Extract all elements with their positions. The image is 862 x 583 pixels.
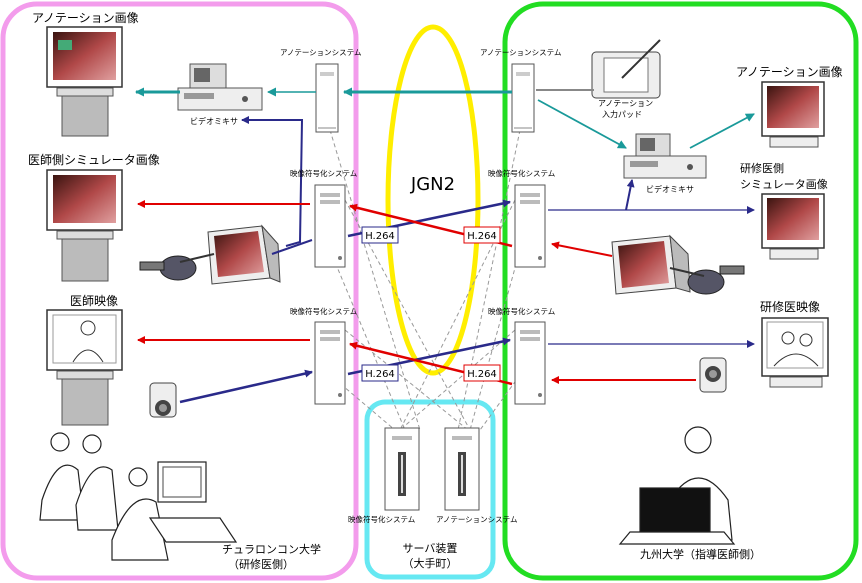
right-annotation-system-label: アノテーションシステム: [480, 48, 561, 57]
right-annotation-image-label: アノテーション画像: [736, 65, 843, 79]
right-video-mixer-label: ビデオミキサ: [646, 184, 694, 194]
server-annotation-label: アノテーションシステム: [436, 515, 517, 524]
left-camera: [149, 382, 177, 418]
left-annotation-system-tower: [315, 63, 339, 133]
left-simulator-instrument: [139, 253, 215, 281]
right-simulator-instrument: [669, 265, 745, 295]
left-doctor-video-label: 医師映像: [70, 294, 118, 308]
codec-label-2: H.264: [467, 231, 497, 242]
right-trainee-sim-label-1: 研修医側: [740, 161, 784, 175]
codec-badge-1: H.264: [361, 226, 399, 244]
left-annotation-image-label: アノテーション画像: [32, 11, 139, 25]
left-doctor-sim-label: 医師側シミュレータ画像: [28, 153, 160, 167]
right-video-mixer-device: [623, 133, 707, 179]
right-site-region: [502, 1, 859, 581]
left-encoder-bottom-label: 映像符号化システム: [290, 306, 357, 316]
left-site-label-2: （研修医側）: [228, 557, 294, 571]
codec-badge-2: H.264: [463, 226, 501, 244]
right-annotation-system-tower: [511, 63, 535, 133]
codec-label-3: H.264: [365, 369, 395, 380]
right-encoder-bottom-tower: [514, 321, 546, 405]
left-encoder-top-label: 映像符号化システム: [290, 168, 357, 178]
left-encoder-top-tower: [314, 184, 346, 268]
left-trainees-sketch: [39, 432, 238, 561]
server-label-2: （大手町）: [403, 556, 458, 570]
codec-badge-4: H.264: [463, 364, 501, 382]
right-trainee-sim-monitor: [761, 193, 825, 260]
left-simulator-monitor: [207, 224, 281, 285]
left-doctor-sim-monitor: [46, 169, 123, 282]
codec-label-4: H.264: [467, 369, 497, 380]
server-annotation-tower: [444, 427, 480, 511]
right-annotation-monitor: [761, 81, 825, 148]
codec-label-1: H.264: [365, 231, 395, 242]
teal-arrows: [135, 87, 755, 149]
left-video-mixer-label: ビデオミキサ: [190, 116, 238, 126]
right-simulator-monitor: [611, 234, 691, 295]
right-encoder-bottom-label: 映像符号化システム: [488, 306, 555, 316]
right-encoder-top-label: 映像符号化システム: [488, 168, 555, 178]
right-site-label: 九州大学（指導医師側）: [640, 547, 761, 561]
annotation-input-pad: [591, 39, 661, 99]
left-encoder-bottom-tower: [314, 321, 346, 405]
right-trainee-sim-label-2: シミュレータ画像: [740, 178, 828, 191]
left-annotation-monitor: [46, 26, 123, 137]
left-site-label-1: チュラロンコン大学: [222, 542, 321, 556]
jgn2-network-ellipse: [385, 24, 481, 376]
annotation-pad-label-2: 入力パッド: [602, 109, 642, 119]
annotation-pad-label-1: アノテーション: [598, 99, 653, 108]
server-label-1: サーバ装置: [403, 542, 458, 555]
right-instructor-sketch: [618, 426, 736, 545]
right-trainee-video-label: 研修医映像: [760, 299, 820, 314]
left-doctor-video-monitor: [46, 309, 123, 426]
right-trainee-video-monitor: [761, 317, 829, 388]
server-region: [364, 399, 496, 580]
left-site-region: [0, 1, 359, 581]
right-camera: [699, 357, 727, 393]
left-annotation-system-label: アノテーションシステム: [280, 48, 361, 57]
left-video-mixer-device: [177, 63, 263, 111]
server-encoder-tower: [384, 427, 420, 511]
jgn2-label: JGN2: [410, 174, 455, 195]
codec-badge-3: H.264: [361, 364, 399, 382]
right-encoder-top-tower: [514, 184, 546, 268]
server-encoder-label: 映像符号化システム: [348, 514, 415, 524]
